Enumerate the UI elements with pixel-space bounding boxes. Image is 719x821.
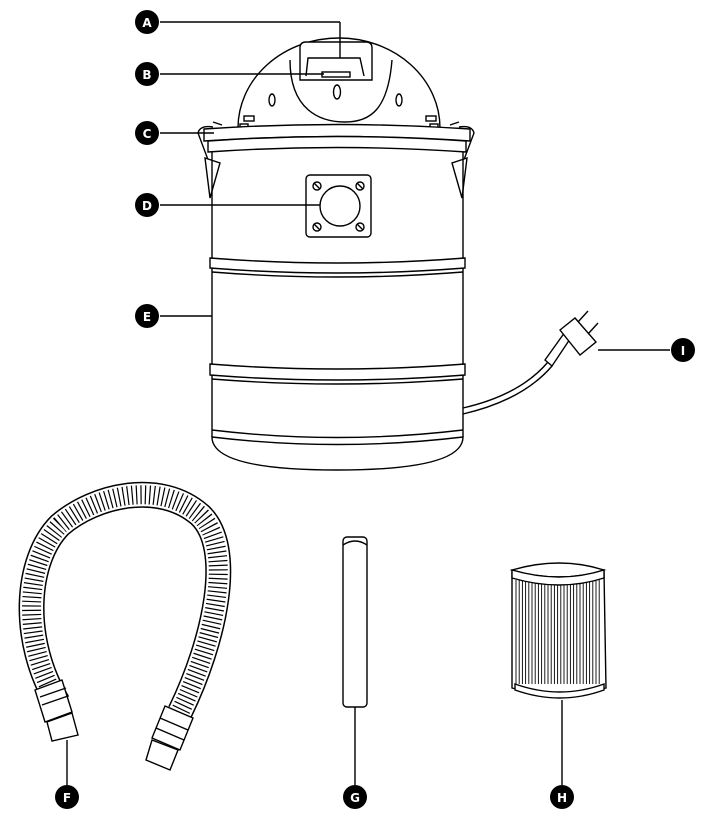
power-cord-plug [462,310,599,415]
callout-f-label: F [63,791,71,805]
callout-d: D [135,193,159,217]
callout-g: G [343,785,367,809]
callout-a-label: A [142,16,152,30]
callout-b-label: B [142,68,151,82]
tank-body [209,152,466,471]
ash-vacuum-unit [197,37,599,471]
carry-handle-switch [299,41,373,81]
callout-g-label: G [350,791,360,805]
filter-cartridge [509,562,607,699]
callout-h-label: H [557,791,567,805]
callout-i-label: I [681,344,685,358]
callout-e-label: E [143,310,151,324]
callout-e: E [135,304,159,328]
callout-c-label: C [143,127,152,141]
hose-inlet [305,174,372,238]
callout-a: A [135,10,159,34]
lid-rim [203,123,471,153]
rod-accessory [342,536,368,708]
flexible-hose [18,481,232,771]
callout-b: B [135,62,159,86]
callout-d-label: D [142,199,152,213]
callout-f: F [55,785,79,809]
callout-h: H [550,785,574,809]
callout-i: I [671,338,695,362]
callout-c: C [135,121,159,145]
leader-lines [66,21,670,785]
